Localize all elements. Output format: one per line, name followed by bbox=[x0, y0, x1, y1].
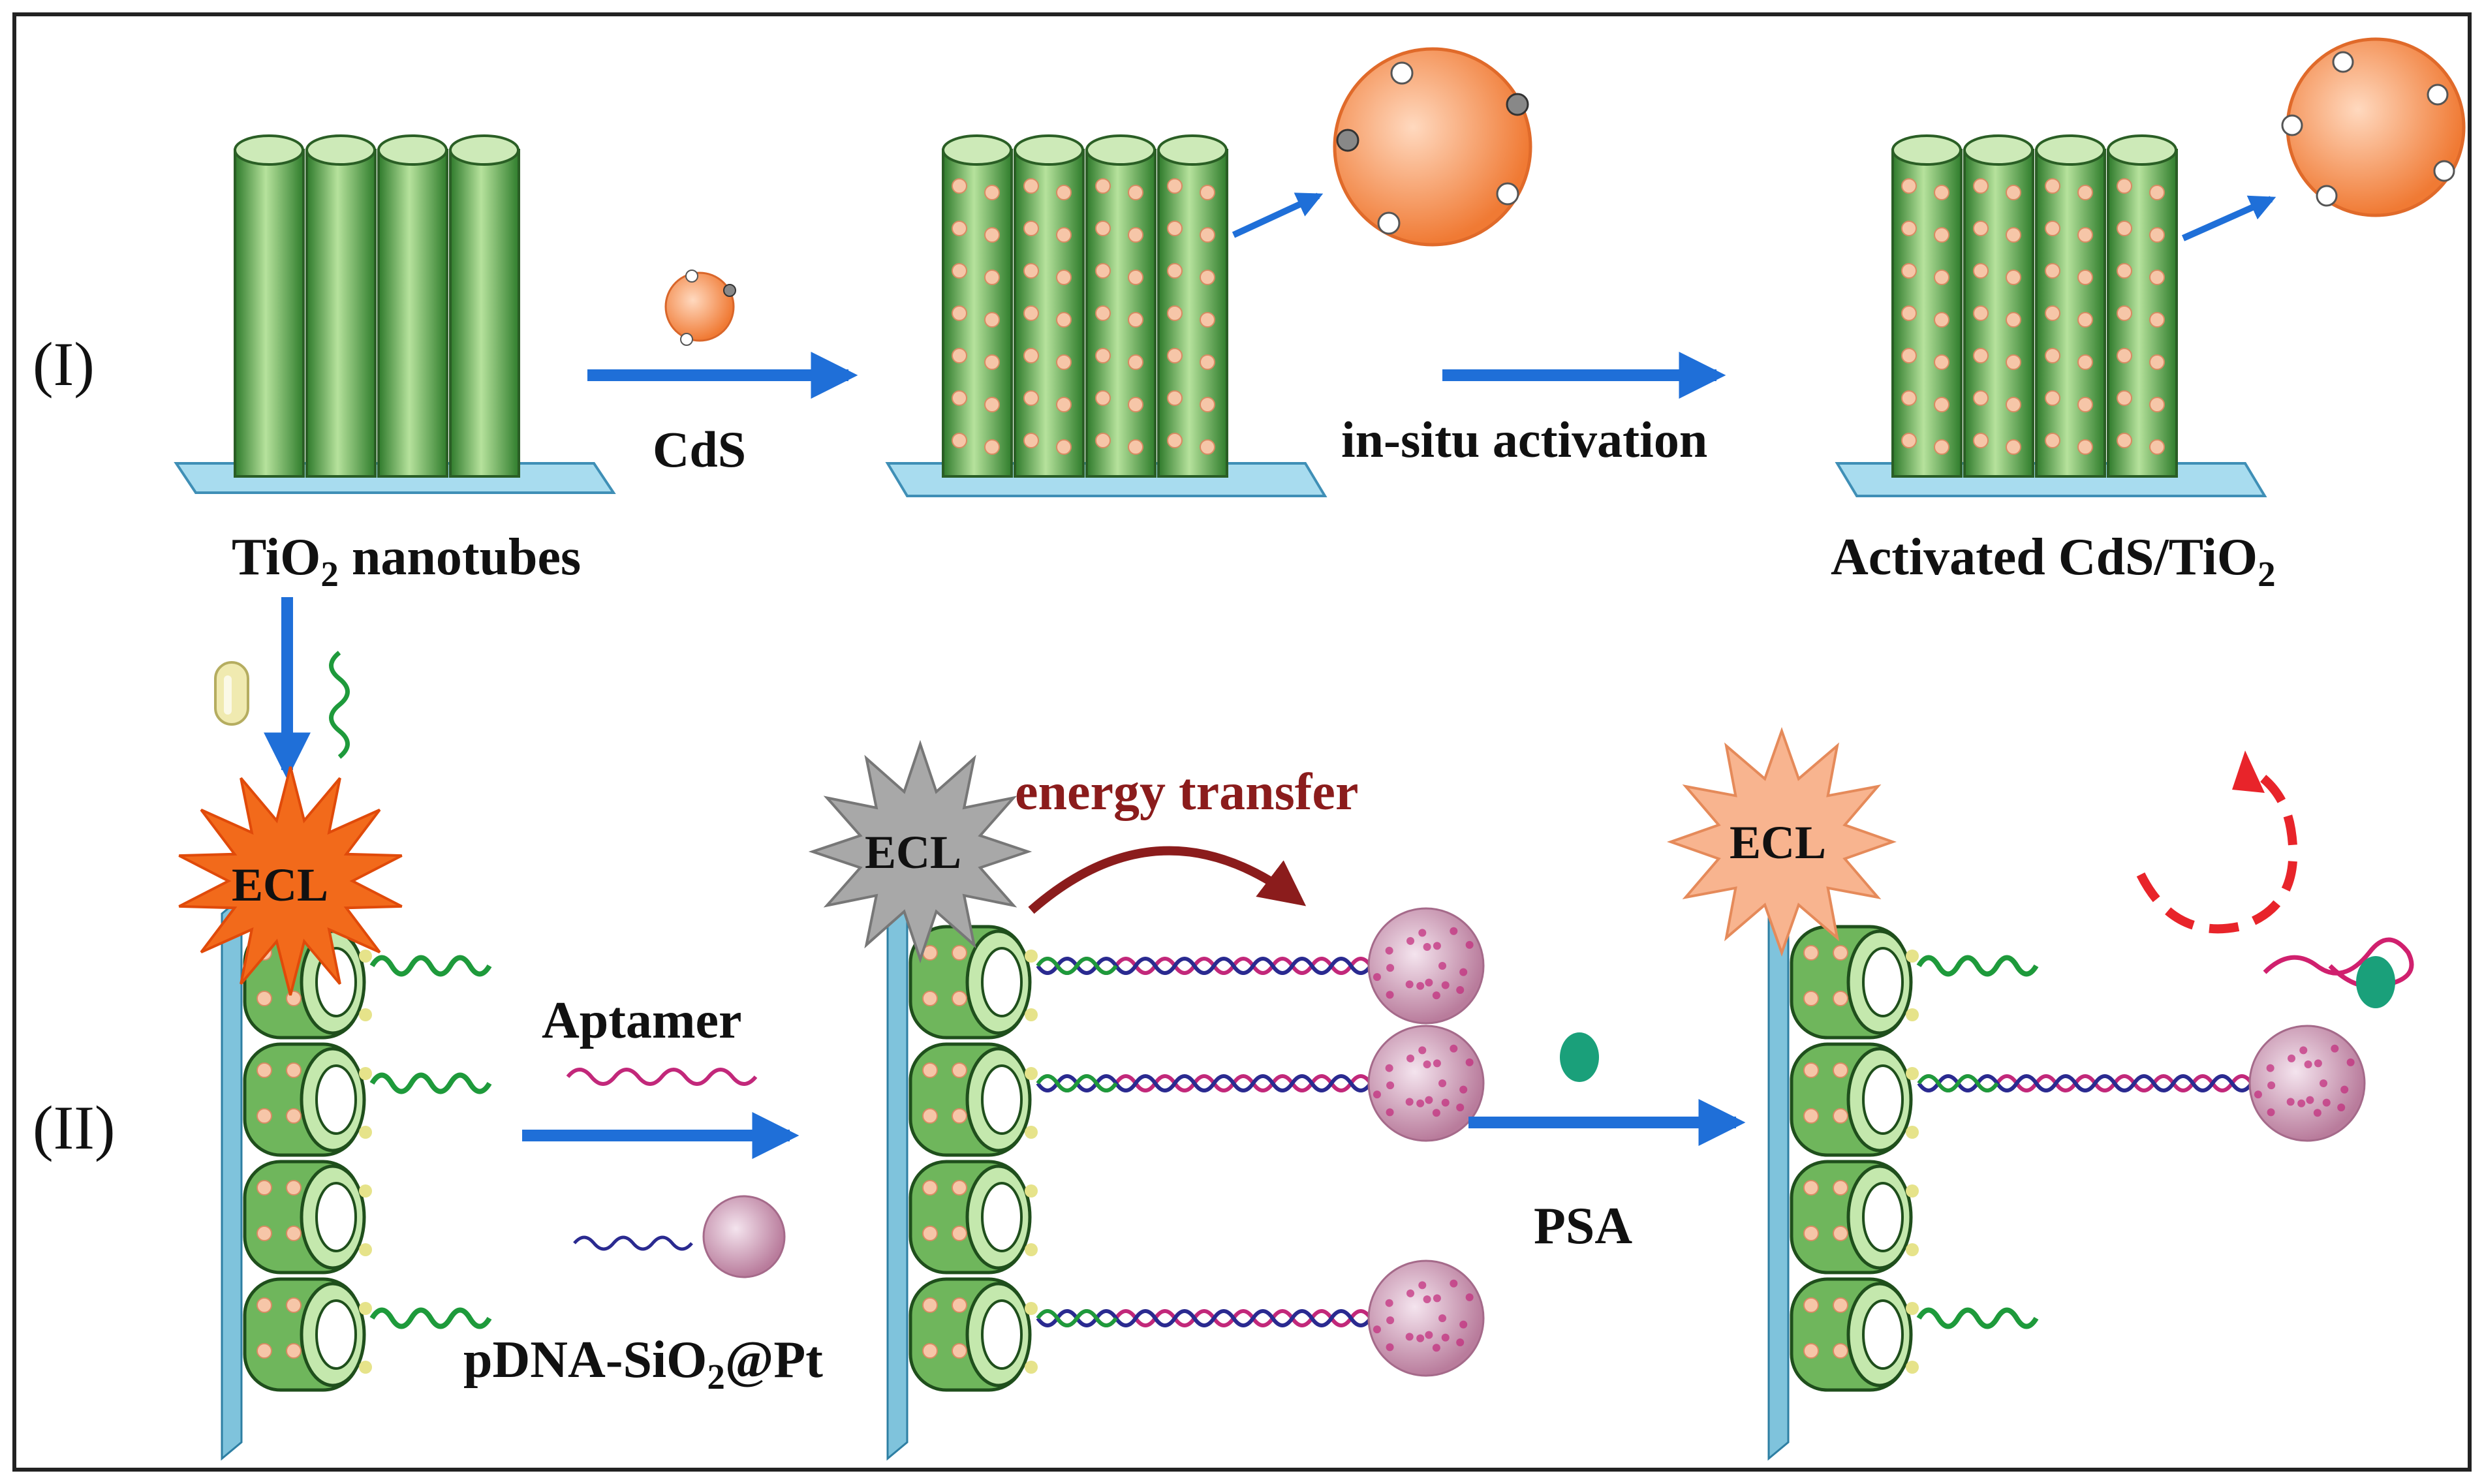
cds-dots-1 bbox=[952, 178, 1215, 455]
zoom-arrow-2 bbox=[2181, 195, 2276, 241]
panel-label-ii: (II) bbox=[33, 1093, 116, 1162]
tube-4 bbox=[449, 134, 520, 478]
pdna-sio2-pt-probe bbox=[573, 1195, 786, 1278]
aptamer-strand bbox=[566, 1068, 758, 1086]
label-psa: PSA bbox=[1534, 1198, 1632, 1255]
svg-text:ECL: ECL bbox=[865, 826, 961, 878]
label-cds: CdS bbox=[653, 421, 746, 478]
label-activated-cds-tio2: Activated CdS/TiO2 bbox=[1831, 529, 2276, 594]
released-aptamer-psa-complex bbox=[2263, 937, 2414, 1008]
svg-text:ECL: ECL bbox=[232, 859, 328, 911]
electrode-3 bbox=[1767, 895, 2366, 1461]
dna-strand-icon bbox=[329, 651, 350, 759]
zoom-arrow-1 bbox=[1232, 193, 1324, 238]
psa-molecule-icon bbox=[1560, 1032, 1599, 1082]
tube-3 bbox=[377, 134, 448, 478]
tio2-nanotubes-group bbox=[174, 134, 616, 494]
ecl-burst-peach: ECL bbox=[1666, 726, 1897, 957]
recycle-dashed-arrow bbox=[2136, 750, 2298, 934]
panel-label-i: (I) bbox=[33, 330, 95, 399]
cds-particle-small bbox=[664, 270, 736, 346]
figure-frame bbox=[12, 12, 2472, 1472]
cds-particle-large-2 bbox=[2281, 37, 2466, 217]
svg-text:ECL: ECL bbox=[1730, 816, 1826, 869]
electrode-2 bbox=[886, 895, 1485, 1461]
energy-transfer-arrow bbox=[1028, 846, 1307, 914]
cds-tio2-tubes-group bbox=[885, 134, 1327, 497]
label-tio2-nanotubes: TiO2 nanotubes bbox=[232, 529, 581, 594]
tube-2 bbox=[305, 134, 377, 478]
electrode-1 bbox=[221, 895, 492, 1461]
ecl-burst-orange: ECL bbox=[178, 766, 403, 996]
label-insitu-activation: in-situ activation bbox=[1341, 411, 1707, 468]
label-aptamer: Aptamer bbox=[542, 992, 742, 1049]
tube-1 bbox=[234, 134, 305, 478]
cds-particle-large-1 bbox=[1333, 47, 1532, 247]
capsule-molecule-icon bbox=[214, 661, 249, 726]
activated-tubes-group bbox=[1835, 134, 2267, 497]
ecl-burst-gray: ECL bbox=[808, 739, 1032, 964]
label-energy-transfer: energy transfer bbox=[1015, 764, 1358, 821]
label-pdna-sio2-pt: pDNA-SiO2@Pt bbox=[463, 1331, 823, 1397]
cds-dots-2 bbox=[1901, 178, 2165, 455]
